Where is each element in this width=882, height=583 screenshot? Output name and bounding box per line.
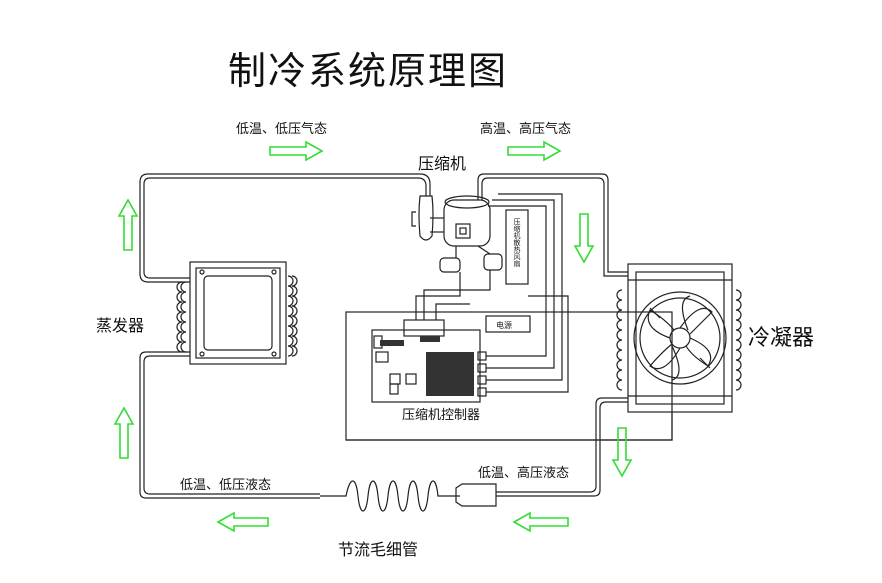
- compressor: [411, 195, 529, 285]
- state-label-low-temp-low-pressure-liquid: 低温、低压液态: [180, 478, 272, 493]
- pipe-evaporator-to-compressor: [139, 173, 431, 283]
- evaporator: [176, 261, 298, 365]
- diagram-title: 制冷系统原理图: [228, 49, 509, 93]
- flow-arrow-left-low-pressure-liquid: [216, 511, 269, 533]
- pipe-compressor-to-condenser: [477, 173, 628, 277]
- pipe-condenser-to-capillary: [496, 397, 628, 497]
- power-label: 电源: [496, 320, 512, 330]
- state-label-low-temp-high-pressure-liquid: 低温、高压液态: [478, 466, 570, 481]
- capillary-label: 节流毛细管: [338, 540, 419, 559]
- compressor-fan-box-text: 压缩机散热风扇: [513, 218, 521, 268]
- controller-relay: [420, 336, 440, 342]
- state-label-low-temp-low-pressure-gas: 低温、低压气态: [236, 122, 328, 137]
- controller: [345, 193, 673, 441]
- condenser-label: 冷凝器: [748, 326, 815, 351]
- state-label-high-temp-high-pressure-gas: 高温、高压气态: [480, 122, 572, 137]
- evaporator-label: 蒸发器: [96, 316, 145, 335]
- controller-label: 压缩机控制器: [402, 408, 481, 423]
- capillary-tube: [320, 480, 497, 512]
- flow-arrow-up-into-evaporator: [113, 406, 135, 459]
- controller-heatsink: [426, 352, 474, 396]
- controller-connector-block: [380, 340, 404, 346]
- condenser: [616, 263, 742, 413]
- flow-arrow-down-from-condenser: [611, 427, 633, 478]
- compressor-label: 压缩机: [418, 154, 467, 173]
- flow-arrow-right-low-pressure-gas: [269, 140, 324, 162]
- pipe-capillary-to-evaporator: [139, 351, 320, 499]
- flow-arrow-left-high-pressure-liquid: [512, 511, 569, 533]
- flow-arrow-right-high-pressure-gas: [507, 140, 562, 162]
- flow-arrow-down-into-condenser: [573, 213, 595, 264]
- flow-arrow-up-from-evaporator: [117, 198, 139, 251]
